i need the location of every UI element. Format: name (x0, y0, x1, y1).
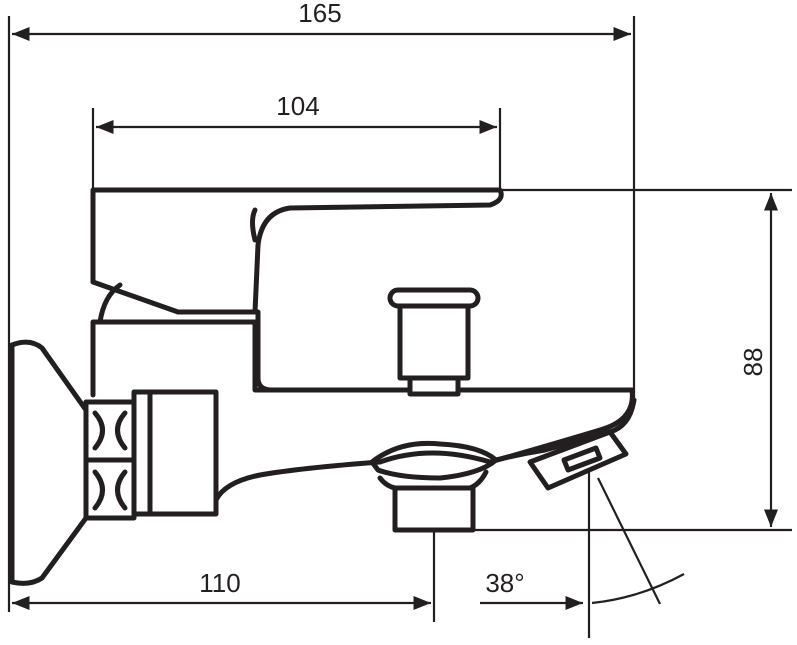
wall-flange (9, 339, 89, 586)
diverter-knob[interactable] (387, 287, 481, 397)
spout-aerator (561, 445, 603, 473)
label-38-degrees: 38° (485, 568, 524, 598)
bath-spout (493, 397, 637, 491)
dimension-wall-to-outlet: 110 (12, 530, 436, 622)
dimension-overall-width: 165 (7, 0, 636, 612)
spout-top (493, 397, 637, 463)
outlet-thread (392, 485, 476, 533)
dimension-angle: 38° (480, 470, 685, 638)
nut-thread-mark-top-right (115, 410, 128, 451)
dimension-height: 88 (475, 188, 792, 532)
diverter-base (407, 375, 461, 397)
dimension-handle-width: 104 (91, 91, 502, 190)
label-88: 88 (738, 348, 768, 377)
label-110: 110 (199, 568, 240, 598)
faucet-body (90, 319, 635, 503)
fitting-block (131, 389, 219, 517)
lever-handle (90, 187, 504, 315)
nut-thread-mark-bottom-right (115, 469, 128, 511)
nut-thread-mark-bottom (92, 469, 105, 511)
handle-inner-edge (250, 207, 258, 243)
faucet-outline (9, 187, 637, 586)
angle-arc (591, 573, 685, 605)
label-165: 165 (298, 0, 341, 28)
angle-slanted-line (597, 477, 661, 605)
diverter-stem[interactable] (397, 303, 471, 381)
nut-thread-mark-top (92, 410, 105, 451)
body-inner-profile (255, 309, 275, 393)
label-104: 104 (276, 91, 319, 121)
body-curve-left (97, 282, 123, 325)
